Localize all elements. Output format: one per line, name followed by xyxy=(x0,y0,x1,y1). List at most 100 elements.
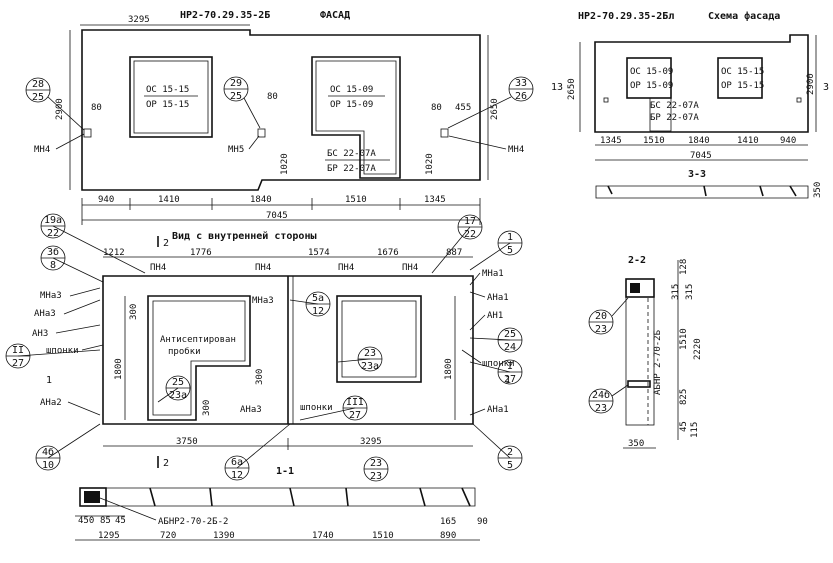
inner-callout-c5a-top: 5а xyxy=(312,293,324,304)
inner-right-label-1: МНа1 xyxy=(482,269,504,279)
facade-callout-3-bottom: 26 xyxy=(515,91,527,102)
section-2-2-callout-1-top: 20 xyxy=(595,311,607,322)
section-1-1-label: 1-1 xyxy=(276,466,294,477)
inner-callout-c17-top: 17 xyxy=(464,216,476,227)
section-1-1: 1-1 23 23 АБНР2-70-2Б-2 450 85 45 165 90… xyxy=(75,456,488,541)
inner-top-dim-1: 1212 xyxy=(103,248,125,258)
facade-bottom-dim-3: 1840 xyxy=(250,195,272,205)
scheme-right-mark: 3 xyxy=(823,82,829,93)
facade-window-1 xyxy=(129,56,213,138)
inner-callout-cIII-top: III xyxy=(346,397,364,408)
inner-left-label-2: АНа3 xyxy=(34,309,56,319)
section-2-2-dim-1: 128 xyxy=(679,259,689,275)
facade-title-code: НР2-70.29.35-2Б xyxy=(180,10,270,21)
inner-mid-label-1: МНа3 xyxy=(252,296,274,306)
inner-callout-c23i-bottom: 23а xyxy=(361,361,379,372)
inner-note-2: пробки xyxy=(168,346,201,357)
inner-callout-c1-bottom: 5 xyxy=(507,245,513,256)
scheme-title-view: Схема фасада xyxy=(708,10,780,22)
scheme-bottom-dim-5: 940 xyxy=(780,136,796,146)
facade-callout-3-top: 33 xyxy=(515,78,527,89)
inner-callout-cII-bottom: 27 xyxy=(12,358,24,369)
inner-right-label-3: АН1 xyxy=(487,311,503,321)
facade-top-dim: 3295 xyxy=(128,15,150,25)
inner-callout-c3: 3б8 xyxy=(40,245,104,283)
facade-win1-or: ОР 15-15 xyxy=(146,100,189,110)
inner-callout-c19-top: 19а xyxy=(44,215,62,226)
inner-callout-c6a-bottom: 12 xyxy=(231,470,243,481)
facade-win1-os: ОС 15-15 xyxy=(146,85,189,95)
section-1-1-dim-5: 1510 xyxy=(372,531,394,541)
section-1-1-small-1: 450 xyxy=(78,516,94,526)
inner-callout-c25r-bottom: 24 xyxy=(504,342,516,353)
inner-vdim-2: 1800 xyxy=(444,358,454,380)
inner-bottom-dim-2: 3295 xyxy=(360,437,382,447)
inner-callout-c5a-bottom: 12 xyxy=(312,306,324,317)
facade-left-dim: 2900 xyxy=(55,98,65,120)
scheme-win1-or: ОР 15-09 xyxy=(630,81,673,91)
facade-title-view: ФАСАД xyxy=(320,10,350,21)
inner-left-label-5: АНа2 xyxy=(40,398,62,408)
section-2-2-ref: АБНР 2-70-2Б xyxy=(653,330,663,395)
facade-door-br: БР 22-07А xyxy=(327,164,376,174)
inner-pn-2: ПН4 xyxy=(255,263,271,273)
inner-callout-c2-top: 2 xyxy=(507,447,513,458)
scheme-door-bs: БС 22-07А xyxy=(650,101,699,111)
inner-note-1: Антисептирован xyxy=(160,335,236,345)
inner-bottom-dim-1: 3750 xyxy=(176,437,198,447)
facade-mn-label-3: МН4 xyxy=(508,145,524,155)
facade-callout-2-top: 29 xyxy=(230,78,242,89)
section-2-2-dim-7: 45 xyxy=(679,421,689,432)
inner-callout-c25l-top: 25 xyxy=(172,377,184,388)
scheme-bottom-dim-2: 1510 xyxy=(643,136,665,146)
facade-low-dim-2: 1020 xyxy=(425,153,435,175)
inner-top-dim-4: 1676 xyxy=(377,248,399,258)
inner-title: Вид с внутренней стороны xyxy=(172,230,317,242)
inner-top-dim-5: 887 xyxy=(446,248,462,258)
facade-small-dim-3: 80 xyxy=(431,103,442,113)
section-1-1-dim-2: 720 xyxy=(160,531,176,541)
inner-right-label-5: АНа1 xyxy=(487,405,509,415)
facade-bottom-dim-4: 1510 xyxy=(345,195,367,205)
inner-small-dim-3: 300 xyxy=(202,400,212,416)
section-2-2-dim-3: 315 xyxy=(685,284,695,300)
inner-callout-c4-bottom: 10 xyxy=(42,460,54,471)
inner-callout-c1-top: 1 xyxy=(507,232,513,243)
facade-win2-os: ОС 15-09 xyxy=(330,85,373,95)
inner-callout-cI-top: I xyxy=(507,361,513,372)
inner-pn-1: ПН4 xyxy=(150,263,166,273)
section-1-1-small-2: 85 xyxy=(100,516,111,526)
section-2-2-dim-5: 2220 xyxy=(693,338,703,360)
scheme-left-dim: 2650 xyxy=(567,78,577,100)
section-1-1-dim-6: 890 xyxy=(440,531,456,541)
scheme-win2-or: ОР 15-15 xyxy=(721,81,764,91)
section-2-2: 2-2 АБНР 2-70-2Б 128 315 315 1510 2220 8… xyxy=(588,255,703,449)
inner-small-dim-2: 300 xyxy=(255,369,265,385)
section-2-2-dim-4: 1510 xyxy=(679,328,689,350)
inner-left-label-4: шпонки xyxy=(46,346,79,356)
facade-callout-1-top: 28 xyxy=(32,79,44,90)
inner-mid-label-3: шпонки xyxy=(300,403,333,413)
facade-bottom-dim-1: 940 xyxy=(98,195,114,205)
facade-total-dim: 7045 xyxy=(266,211,288,221)
inner-callout-c3-top: 3б xyxy=(47,246,59,258)
inner-callout-cIII-bottom: 27 xyxy=(349,410,361,421)
inner-right-label-4: шпонки xyxy=(482,359,515,369)
facade-door-bs: БС 22-07А xyxy=(327,149,376,159)
inner-vdim-1: 1800 xyxy=(114,358,124,380)
inner-mark-left: 1 xyxy=(46,375,52,386)
scheme-title-code: НР2-70.29.35-2Бл xyxy=(578,11,674,22)
inner-callout-c17-bottom: 22 xyxy=(464,229,476,240)
inner-callout-c3-bottom: 8 xyxy=(50,260,56,271)
inner-callout-c19-bottom: 22 xyxy=(47,228,59,239)
facade-bottom-dim-2: 1410 xyxy=(158,195,180,205)
inner-left-label-3: АН3 xyxy=(32,329,48,339)
facade-win2-or: ОР 15-09 xyxy=(330,100,373,110)
section-1-1-callout-top: 23 xyxy=(370,458,382,469)
inner-callout-c6a-top: 6а xyxy=(231,457,243,468)
